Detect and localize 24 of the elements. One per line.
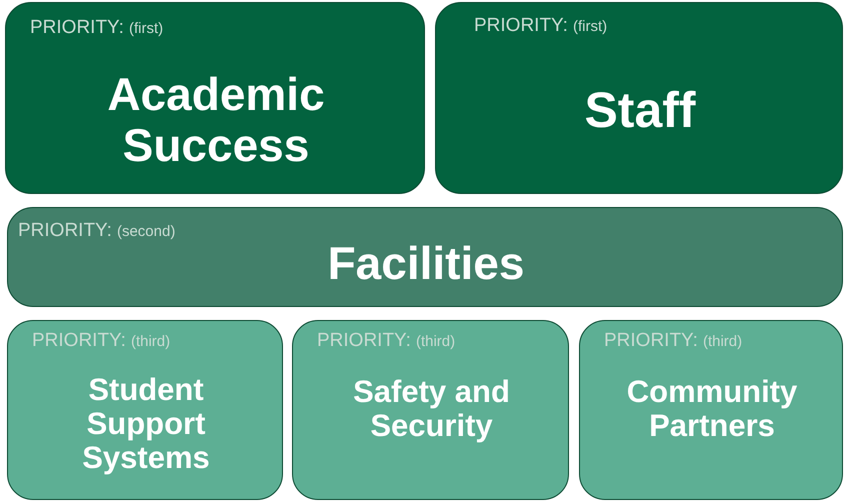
category-title: Community Partners: [626, 375, 798, 444]
priority-rank: (first): [128, 20, 164, 37]
priority-label: PRIORITY:: [18, 220, 112, 241]
priority-card: [579, 320, 843, 500]
priority-label: PRIORITY:: [30, 17, 124, 38]
priority-card: [7, 320, 283, 500]
category-title: Facilities: [326, 238, 526, 289]
priority-card: [7, 207, 843, 307]
category-title: Academic Success: [106, 69, 326, 170]
priority-label: PRIORITY:: [474, 15, 568, 36]
priority-rank: (third): [130, 333, 170, 350]
priority-label: PRIORITY:: [604, 330, 698, 351]
priority-card: [435, 2, 843, 194]
priority-label: PRIORITY:: [32, 330, 126, 351]
category-title: Staff: [583, 83, 697, 138]
priority-label: PRIORITY:: [317, 330, 411, 351]
priority-rank: (second): [116, 223, 176, 240]
priority-card: [5, 2, 425, 194]
priority-rank: (first): [572, 18, 608, 35]
priority-rank: (third): [416, 333, 456, 350]
category-title: Student Support Systems: [81, 373, 211, 476]
category-title: Safety and Security: [352, 375, 511, 444]
priority-rank: (third): [702, 333, 742, 350]
priority-card: [292, 320, 569, 500]
